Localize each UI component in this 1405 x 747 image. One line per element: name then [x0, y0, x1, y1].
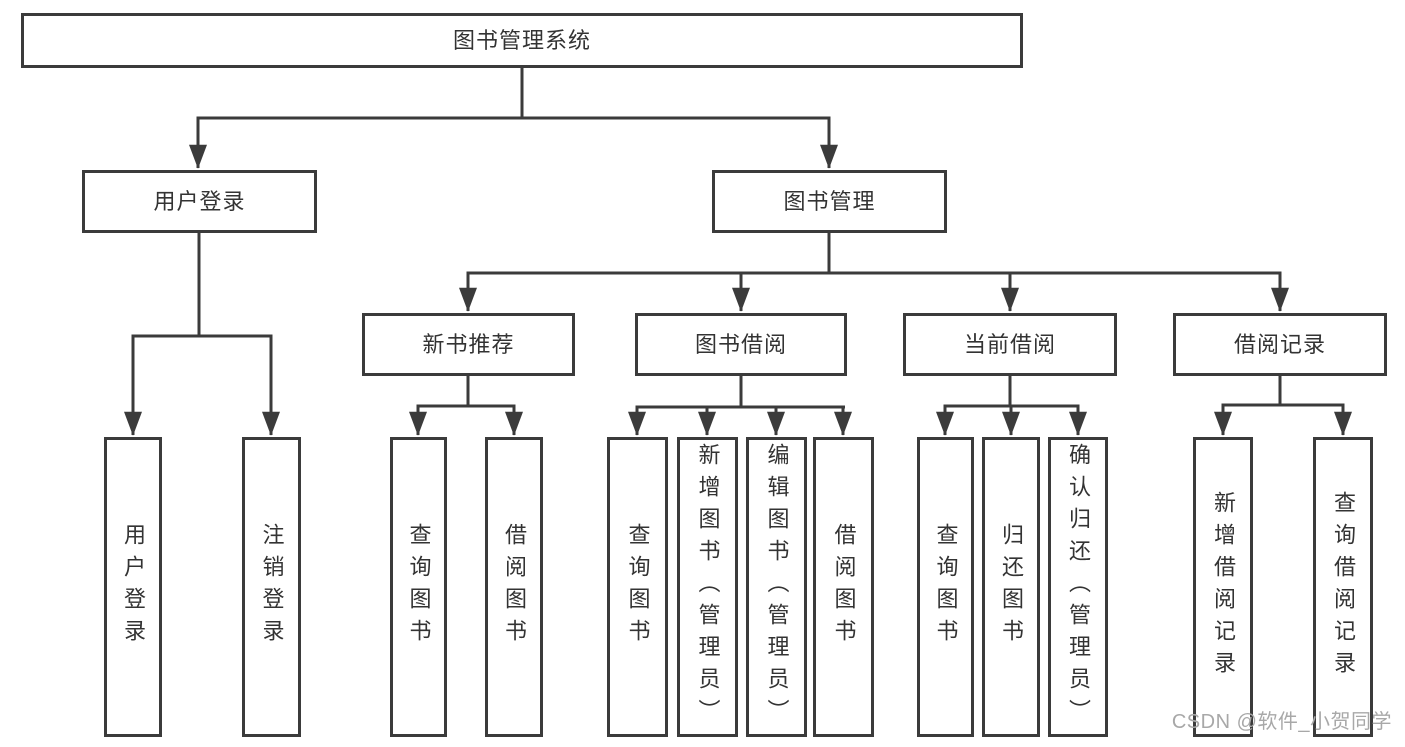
leaf-add-borrow-record-label: 新增借阅记录: [1211, 491, 1236, 683]
leaf-query-borrow-record: 查询借阅记录: [1313, 437, 1373, 737]
node-borrowing-records: 借阅记录: [1173, 313, 1387, 376]
leaf-confirm-return-admin-label: 确认归还（管理员）: [1066, 443, 1091, 731]
leaf-user-login-label: 用户登录: [121, 523, 146, 651]
leaf-query-books-recommend-label: 查询图书: [406, 523, 432, 651]
node-user-login-label: 用户登录: [153, 188, 246, 214]
leaf-add-borrow-record: 新增借阅记录: [1193, 437, 1253, 737]
leaf-add-books-admin-label: 新增图书（管理员）: [695, 443, 721, 731]
node-book-borrowing: 图书借阅: [635, 313, 847, 376]
edges-book-borrowing: [628, 376, 852, 436]
node-user-login: 用户登录: [82, 170, 317, 233]
node-current-borrowing: 当前借阅: [903, 313, 1117, 376]
node-current-borrowing-label: 当前借阅: [963, 331, 1056, 357]
node-library-system: 图书管理系统: [21, 13, 1023, 68]
edges-root: [189, 68, 838, 169]
leaf-borrow-books-recommend: 借阅图书: [485, 437, 543, 737]
edges-user-login: [124, 233, 280, 436]
leaf-logout-login-label: 注销登录: [259, 523, 285, 651]
edges-book-management: [459, 233, 1289, 312]
node-borrowing-records-label: 借阅记录: [1233, 331, 1326, 357]
node-book-borrowing-label: 图书借阅: [694, 331, 787, 357]
node-library-system-label: 图书管理系统: [452, 27, 591, 53]
leaf-borrow-books-label: 借阅图书: [831, 523, 857, 651]
leaf-query-books-current: 查询图书: [917, 437, 974, 737]
leaf-borrow-books-recommend-label: 借阅图书: [502, 523, 527, 651]
edges-new-book-recommend: [409, 376, 523, 436]
edges-borrowing-records: [1214, 376, 1352, 436]
csdn-watermark: CSDN @软件_小贺同学: [1171, 711, 1392, 733]
leaf-query-books-borrowing-label: 查询图书: [625, 523, 651, 651]
node-new-book-recommend: 新书推荐: [362, 313, 575, 376]
leaf-confirm-return-admin: 确认归还（管理员）: [1048, 437, 1108, 737]
edges-current-borrowing: [936, 376, 1087, 436]
leaf-edit-books-admin: 编辑图书（管理员）: [746, 437, 807, 737]
node-new-book-recommend-label: 新书推荐: [422, 331, 515, 357]
leaf-return-books-label: 归还图书: [999, 523, 1024, 651]
leaf-return-books: 归还图书: [982, 437, 1040, 737]
leaf-query-books-recommend: 查询图书: [390, 437, 447, 737]
leaf-user-login: 用户登录: [104, 437, 162, 737]
leaf-borrow-books: 借阅图书: [813, 437, 874, 737]
leaf-add-books-admin: 新增图书（管理员）: [677, 437, 738, 737]
node-book-management: 图书管理: [712, 170, 947, 233]
leaf-query-books-borrowing: 查询图书: [607, 437, 668, 737]
leaf-query-borrow-record-label: 查询借阅记录: [1331, 491, 1356, 683]
node-book-management-label: 图书管理: [783, 188, 876, 214]
leaf-edit-books-admin-label: 编辑图书（管理员）: [764, 443, 790, 731]
leaf-query-books-current-label: 查询图书: [933, 523, 959, 651]
leaf-logout-login: 注销登录: [242, 437, 301, 737]
